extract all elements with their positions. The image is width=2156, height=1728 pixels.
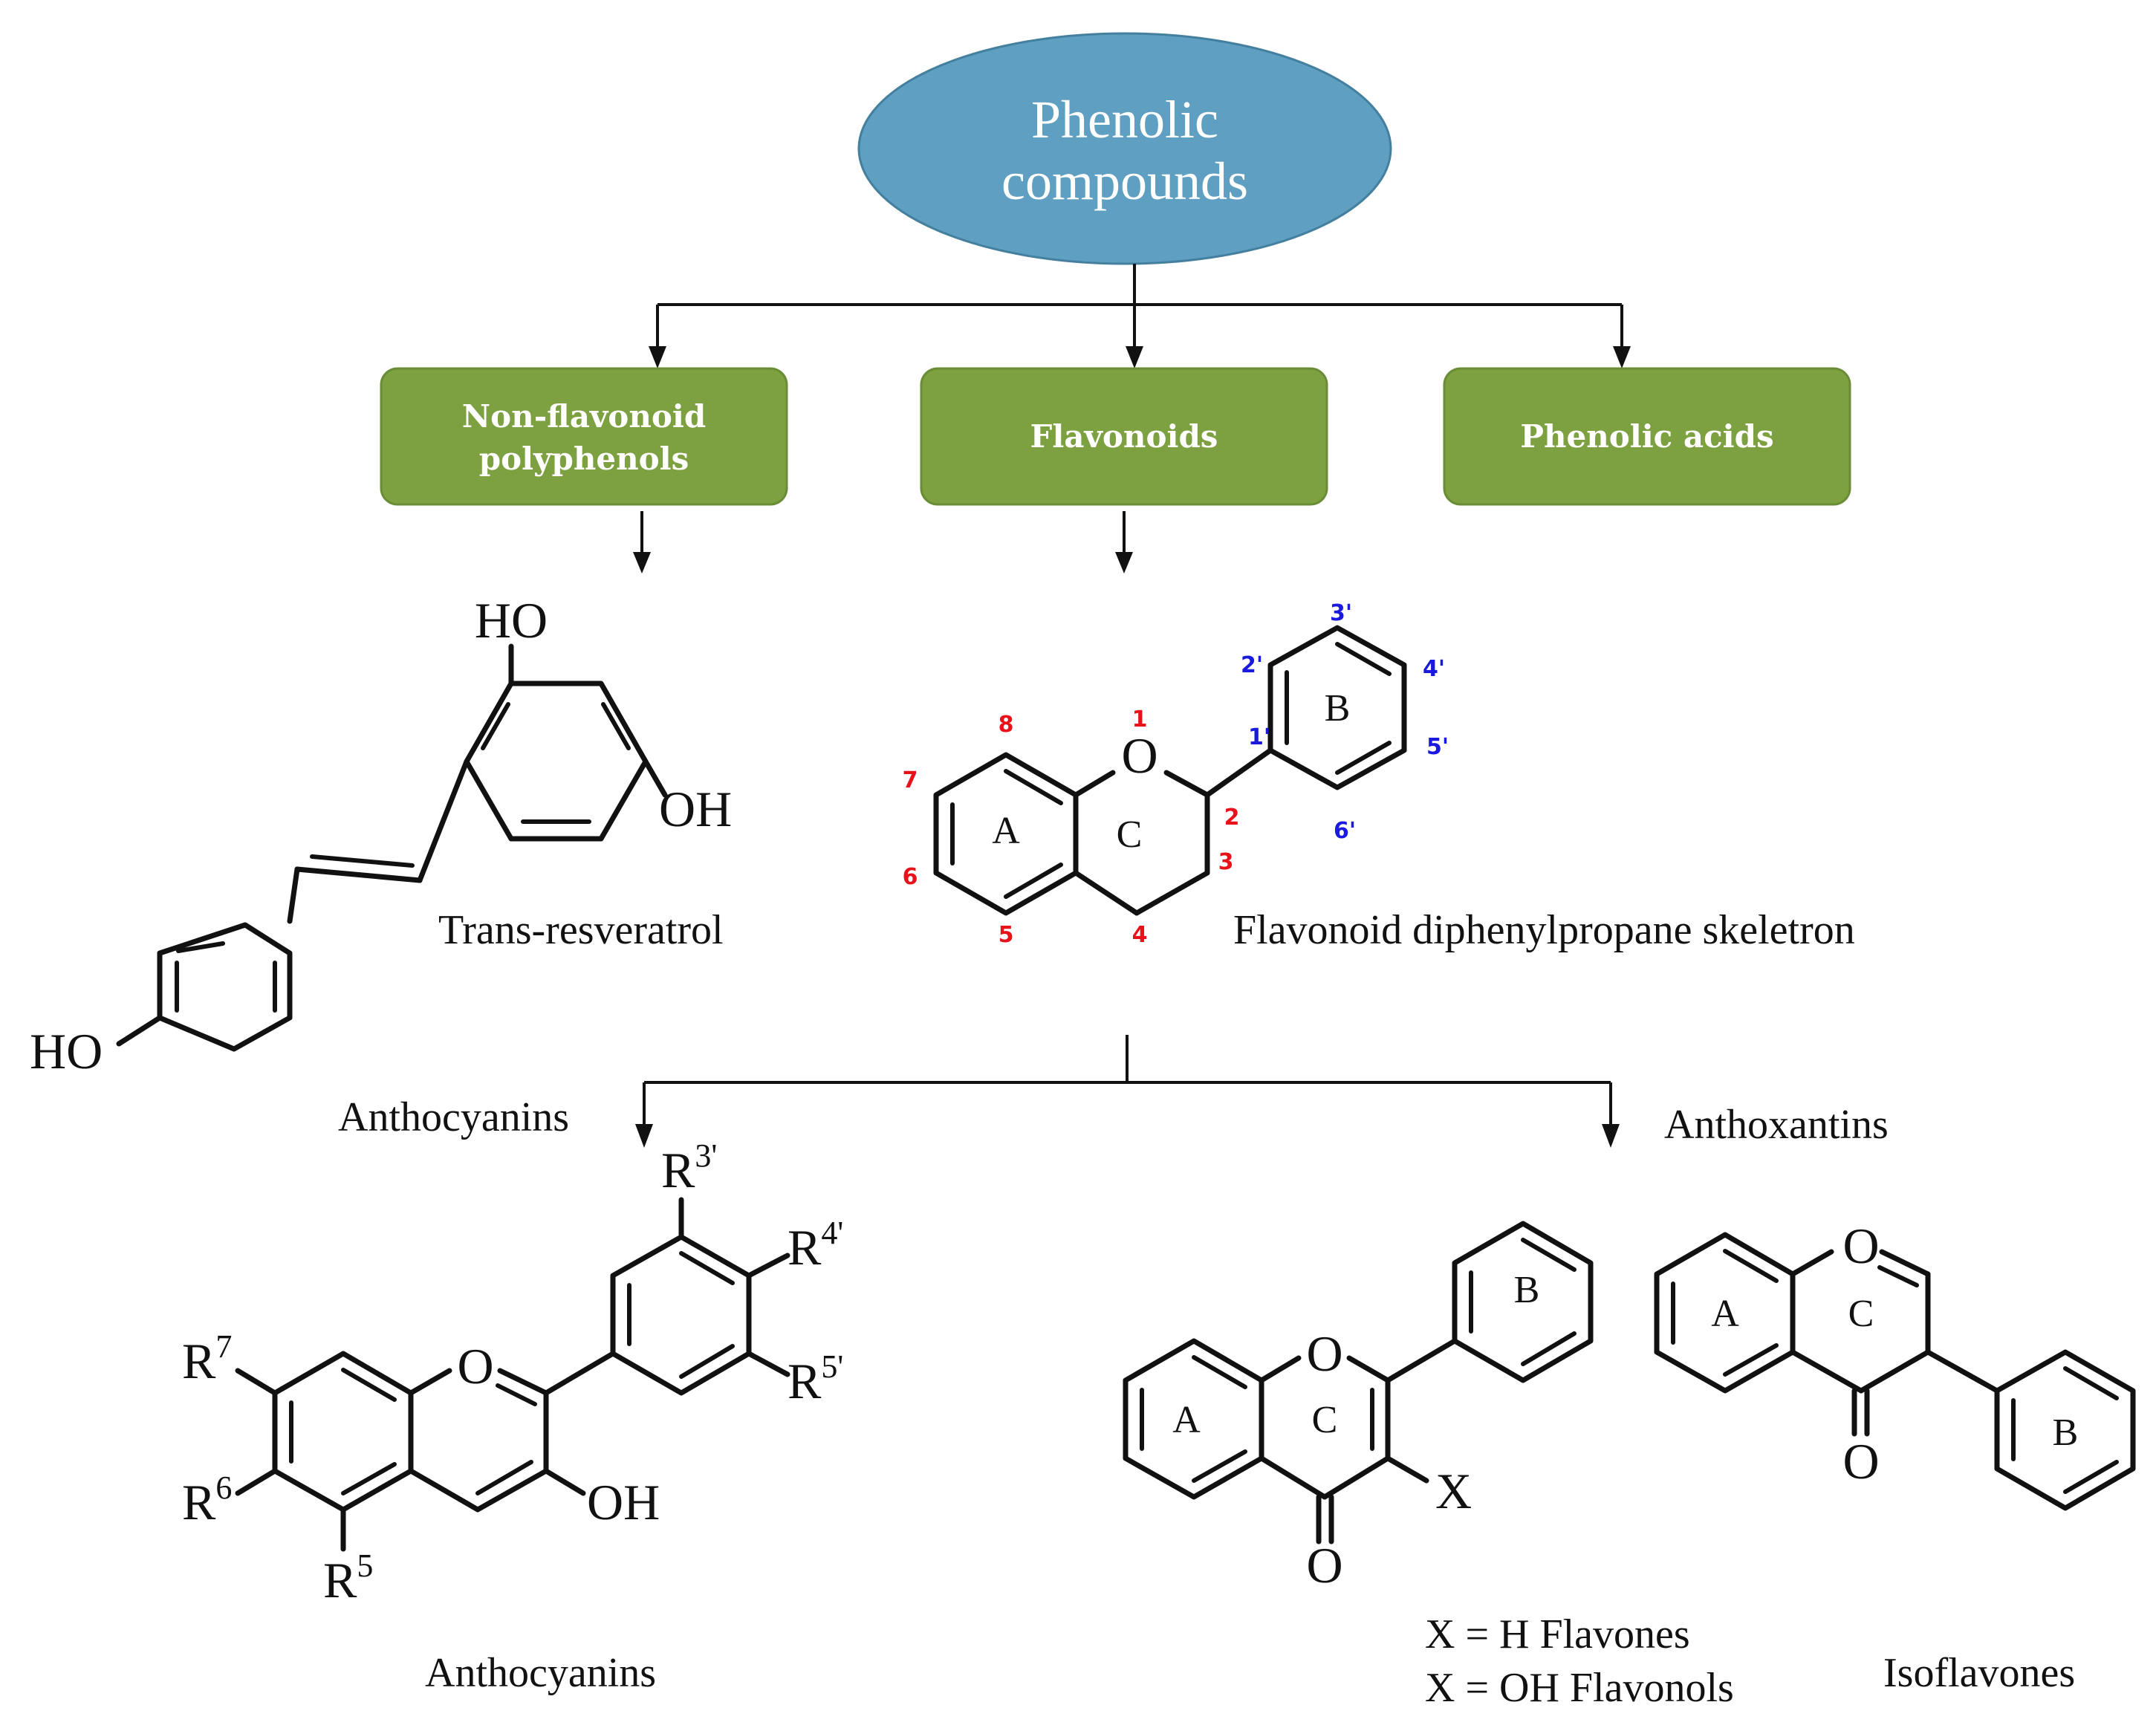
- non-flavonoid-box: [380, 367, 788, 506]
- locant-6: 6: [903, 864, 918, 890]
- anthocyanin-r3-prime: R3': [661, 1137, 717, 1198]
- isoflavone-oxygen: O: [1842, 1218, 1879, 1274]
- anthocyanin-oxygen: O: [457, 1338, 493, 1394]
- locant-3-prime: 3': [1330, 600, 1352, 626]
- root-oval: [857, 32, 1392, 265]
- locant-8: 8: [999, 712, 1014, 738]
- flavone-ring-b: B: [1514, 1269, 1540, 1311]
- locant-2-prime: 2': [1241, 652, 1263, 678]
- resveratrol-oh-top: HO: [475, 592, 548, 649]
- bottom-connector: [635, 1035, 1620, 1148]
- anthocyanin-r7: R7: [182, 1328, 232, 1389]
- root-title-line1: Phenolic: [1031, 90, 1218, 149]
- isoflavone-caption: Isoflavones: [1883, 1650, 2075, 1696]
- locant-5: 5: [999, 922, 1014, 948]
- isoflavone-carbonyl-oxygen: O: [1842, 1433, 1879, 1490]
- flavonoid-skeleton: [933, 625, 1407, 916]
- isoflavone-ring-a: A: [1711, 1293, 1739, 1335]
- skeleton-ring-a: A: [992, 810, 1020, 852]
- resveratrol-oh-right: OH: [659, 781, 732, 837]
- flavone-ring-a: A: [1172, 1399, 1201, 1441]
- skeleton-ring-c: C: [1117, 813, 1143, 856]
- isoflavone-structure: [1654, 1232, 2136, 1511]
- resveratrol-structure: [116, 643, 668, 1052]
- flavone-structure: [1123, 1221, 1594, 1545]
- flavone-oxygen: O: [1306, 1325, 1342, 1382]
- skeleton-caption: Flavonoid diphenylpropane skeletron: [1233, 907, 1855, 953]
- flavone-caption-flavones: X = H Flavones: [1425, 1611, 1690, 1657]
- locant-1-prime: 1': [1248, 724, 1270, 750]
- anthocyanin-r5: R5: [323, 1547, 373, 1608]
- locant-4: 4: [1132, 922, 1148, 948]
- anthocyanin-caption: Anthocyanins: [425, 1650, 656, 1696]
- anthocyanin-oh: OH: [587, 1474, 660, 1530]
- skeleton-ring-b: B: [1325, 687, 1351, 730]
- root-title-line2: compounds: [1001, 152, 1248, 211]
- resveratrol-caption: Trans-resveratrol: [438, 907, 724, 953]
- box-down-arrows: [633, 511, 1133, 574]
- flavone-caption-flavonols: X = OH Flavonols: [1425, 1665, 1734, 1711]
- branch-anthocyanins: Anthocyanins: [338, 1094, 569, 1140]
- locant-6-prime: 6': [1334, 818, 1356, 844]
- non-flavonoid-label-line1: Non-flavonoid: [462, 398, 706, 435]
- non-flavonoid-label-line2: polyphenols: [479, 441, 689, 477]
- locant-7: 7: [903, 767, 918, 793]
- locant-2: 2: [1224, 805, 1240, 831]
- flavone-carbonyl-oxygen: O: [1306, 1537, 1342, 1594]
- anthocyanin-r6: R6: [182, 1469, 232, 1530]
- locant-1: 1: [1132, 707, 1148, 733]
- phenolic-acids-box: [1443, 367, 1851, 506]
- anthocyanin-r5-prime: R5': [788, 1348, 843, 1409]
- locant-5-prime: 5': [1426, 734, 1449, 760]
- flavone-ring-c: C: [1312, 1399, 1338, 1441]
- anthocyanin-structure: [235, 1197, 790, 1552]
- top-connector: [649, 264, 1631, 368]
- resveratrol-oh-left: HO: [30, 1023, 103, 1079]
- isoflavone-ring-c: C: [1848, 1293, 1874, 1335]
- flavonoids-label: Flavonoids: [1030, 418, 1218, 455]
- branch-anthoxantins: Anthoxantins: [1664, 1102, 1889, 1148]
- flavonoids-box: [920, 367, 1328, 506]
- skeleton-oxygen: O: [1121, 727, 1157, 784]
- anthocyanin-r4-prime: R4': [788, 1215, 843, 1276]
- locant-3: 3: [1218, 849, 1234, 875]
- phenolic-acids-label: Phenolic acids: [1520, 418, 1773, 455]
- flavone-x-substituent: X: [1435, 1463, 1472, 1519]
- isoflavone-ring-b: B: [2053, 1412, 2079, 1454]
- locant-4-prime: 4': [1423, 656, 1445, 682]
